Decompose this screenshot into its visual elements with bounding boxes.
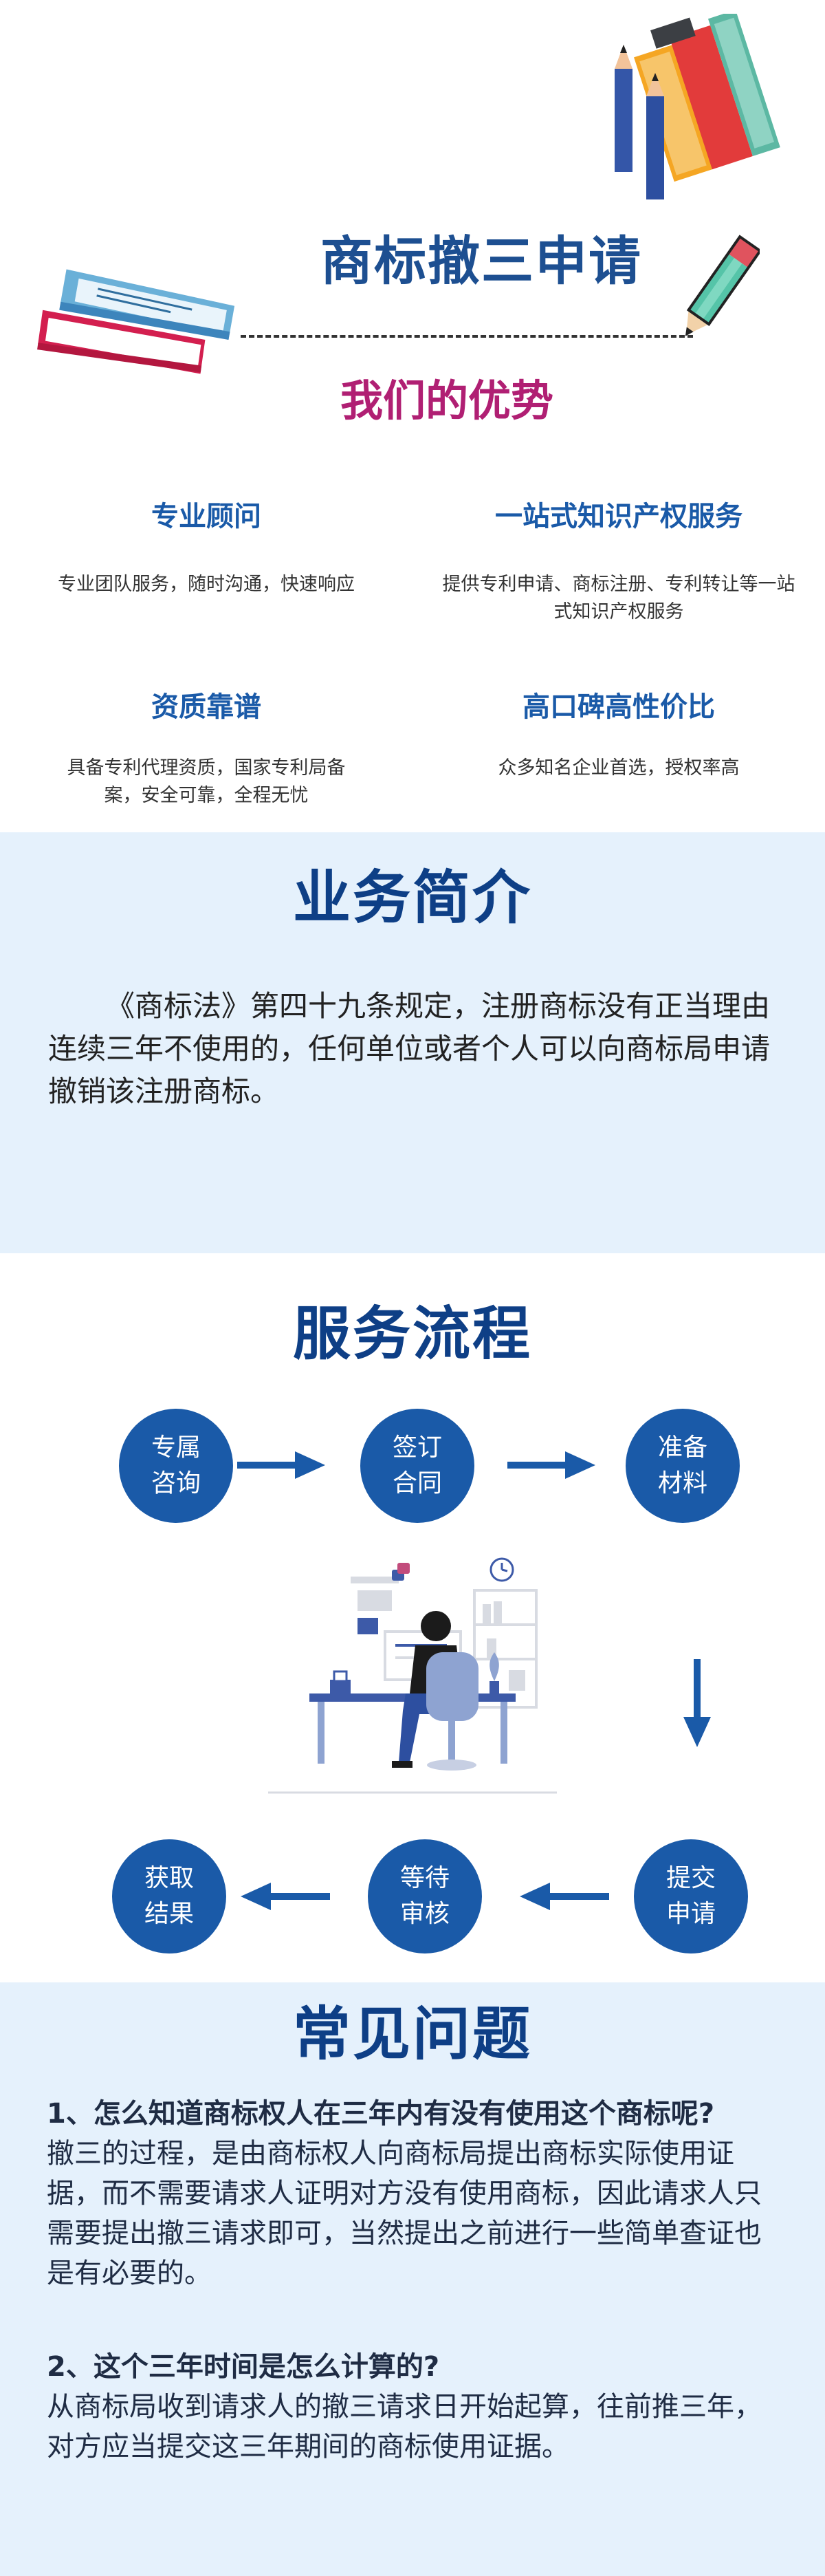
section-title: 服务流程 <box>292 1300 532 1367</box>
business-intro-section: 业务简介 《商标法》第四十九条规定，注册商标没有正当理由连续三年不使用的，任何单… <box>0 832 825 1253</box>
advantage-title: 资质靠谱 <box>151 691 261 723</box>
faq-question: 1、怎么知道商标权人在三年内有没有使用这个商标呢? <box>47 2098 715 2130</box>
step-label: 签订 <box>392 1433 442 1462</box>
arrow-left-icon <box>241 1883 330 1910</box>
advantage-desc: 提供专利申请、商标注册、专利转让等一站式知识产权服务 <box>442 574 795 623</box>
step-label: 准备 <box>657 1433 707 1462</box>
faq-question: 2、这个三年时间是怎么计算的? <box>47 2351 440 2383</box>
pencil-icon <box>685 235 760 336</box>
advantage-title: 专业顾问 <box>151 501 261 532</box>
advantages-title: 我们的优势 <box>340 376 553 426</box>
step-label: 等待 <box>399 1864 450 1892</box>
step-consult: 专属 咨询 <box>119 1409 233 1523</box>
arrow-left-icon <box>520 1883 609 1910</box>
advantage-desc: 具备专利代理资质，国家专利局备案，安全可靠，全程无忧 <box>67 757 346 806</box>
page-title: 商标撤三申请 <box>320 230 642 292</box>
advantage-item: 一站式知识产权服务 提供专利申请、商标注册、专利转让等一站式知识产权服务 <box>412 494 825 626</box>
faq-answer: 从商标局收到请求人的撤三请求日开始起算，往前推三年，对方应当提交这三年期间的商标… <box>47 2391 762 2463</box>
section-title: 常见问题 <box>292 2000 532 2068</box>
arrow-right-icon <box>507 1451 595 1479</box>
section-title: 业务简介 <box>292 864 532 931</box>
arrow-down-icon <box>683 1659 711 1747</box>
hero-section: 商标撤三申请 我们的优势 专业顾问 专业团队服务，随时沟通，快速响应 一站式知识… <box>0 0 825 832</box>
advantage-item: 资质靠谱 具备专利代理资质，国家专利局备案，安全可靠，全程无忧 <box>0 684 412 810</box>
step-materials: 准备 材料 <box>626 1409 740 1523</box>
person-at-desk-illustration <box>268 1557 557 1794</box>
books-icon <box>37 269 235 374</box>
advantage-item: 专业顾问 专业团队服务，随时沟通，快速响应 <box>0 494 412 598</box>
advantage-desc: 众多知名企业首选，授权率高 <box>498 757 740 779</box>
step-label: 申请 <box>666 1900 716 1928</box>
advantage-title: 高口碑高性价比 <box>522 691 715 723</box>
advantage-title: 一站式知识产权服务 <box>495 501 742 532</box>
step-label: 获取 <box>144 1864 194 1892</box>
step-label: 审核 <box>399 1900 450 1928</box>
step-label: 合同 <box>392 1469 442 1497</box>
step-label: 提交 <box>666 1864 716 1892</box>
step-review: 等待 审核 <box>368 1839 482 1953</box>
advantage-desc: 专业团队服务，随时沟通，快速响应 <box>58 574 355 595</box>
faq-item: 2、这个三年时间是怎么计算的? 从商标局收到请求人的撤三请求日开始起算，往前推三… <box>47 2347 784 2467</box>
arrow-right-icon <box>237 1451 325 1479</box>
step-contract: 签订 合同 <box>360 1409 474 1523</box>
faq-answer: 撤三的过程，是由商标权人向商标局提出商标实际使用证据，而不需要请求人证明对方没有… <box>47 2138 762 2289</box>
faq-item: 1、怎么知道商标权人在三年内有没有使用这个商标呢? 撤三的过程，是由商标权人向商… <box>47 2094 784 2293</box>
step-result: 获取 结果 <box>112 1839 226 1953</box>
step-label: 专属 <box>151 1433 201 1462</box>
dashed-divider <box>241 335 693 338</box>
step-label: 咨询 <box>151 1469 201 1497</box>
step-submit: 提交 申请 <box>634 1839 748 1953</box>
intro-paragraph: 《商标法》第四十九条规定，注册商标没有正当理由连续三年不使用的，任何单位或者个人… <box>48 989 771 1108</box>
faq-section: 常见问题 1、怎么知道商标权人在三年内有没有使用这个商标呢? 撤三的过程，是由商… <box>0 1982 825 2576</box>
process-section: 服务流程 专属 咨询 签订 合同 准备 材料 提交 申请 等待 审核 获取 结果 <box>0 1253 825 1982</box>
step-label: 结果 <box>144 1900 194 1928</box>
books-icon <box>615 14 780 199</box>
step-label: 材料 <box>657 1469 707 1497</box>
advantage-item: 高口碑高性价比 众多知名企业首选，授权率高 <box>412 684 825 782</box>
